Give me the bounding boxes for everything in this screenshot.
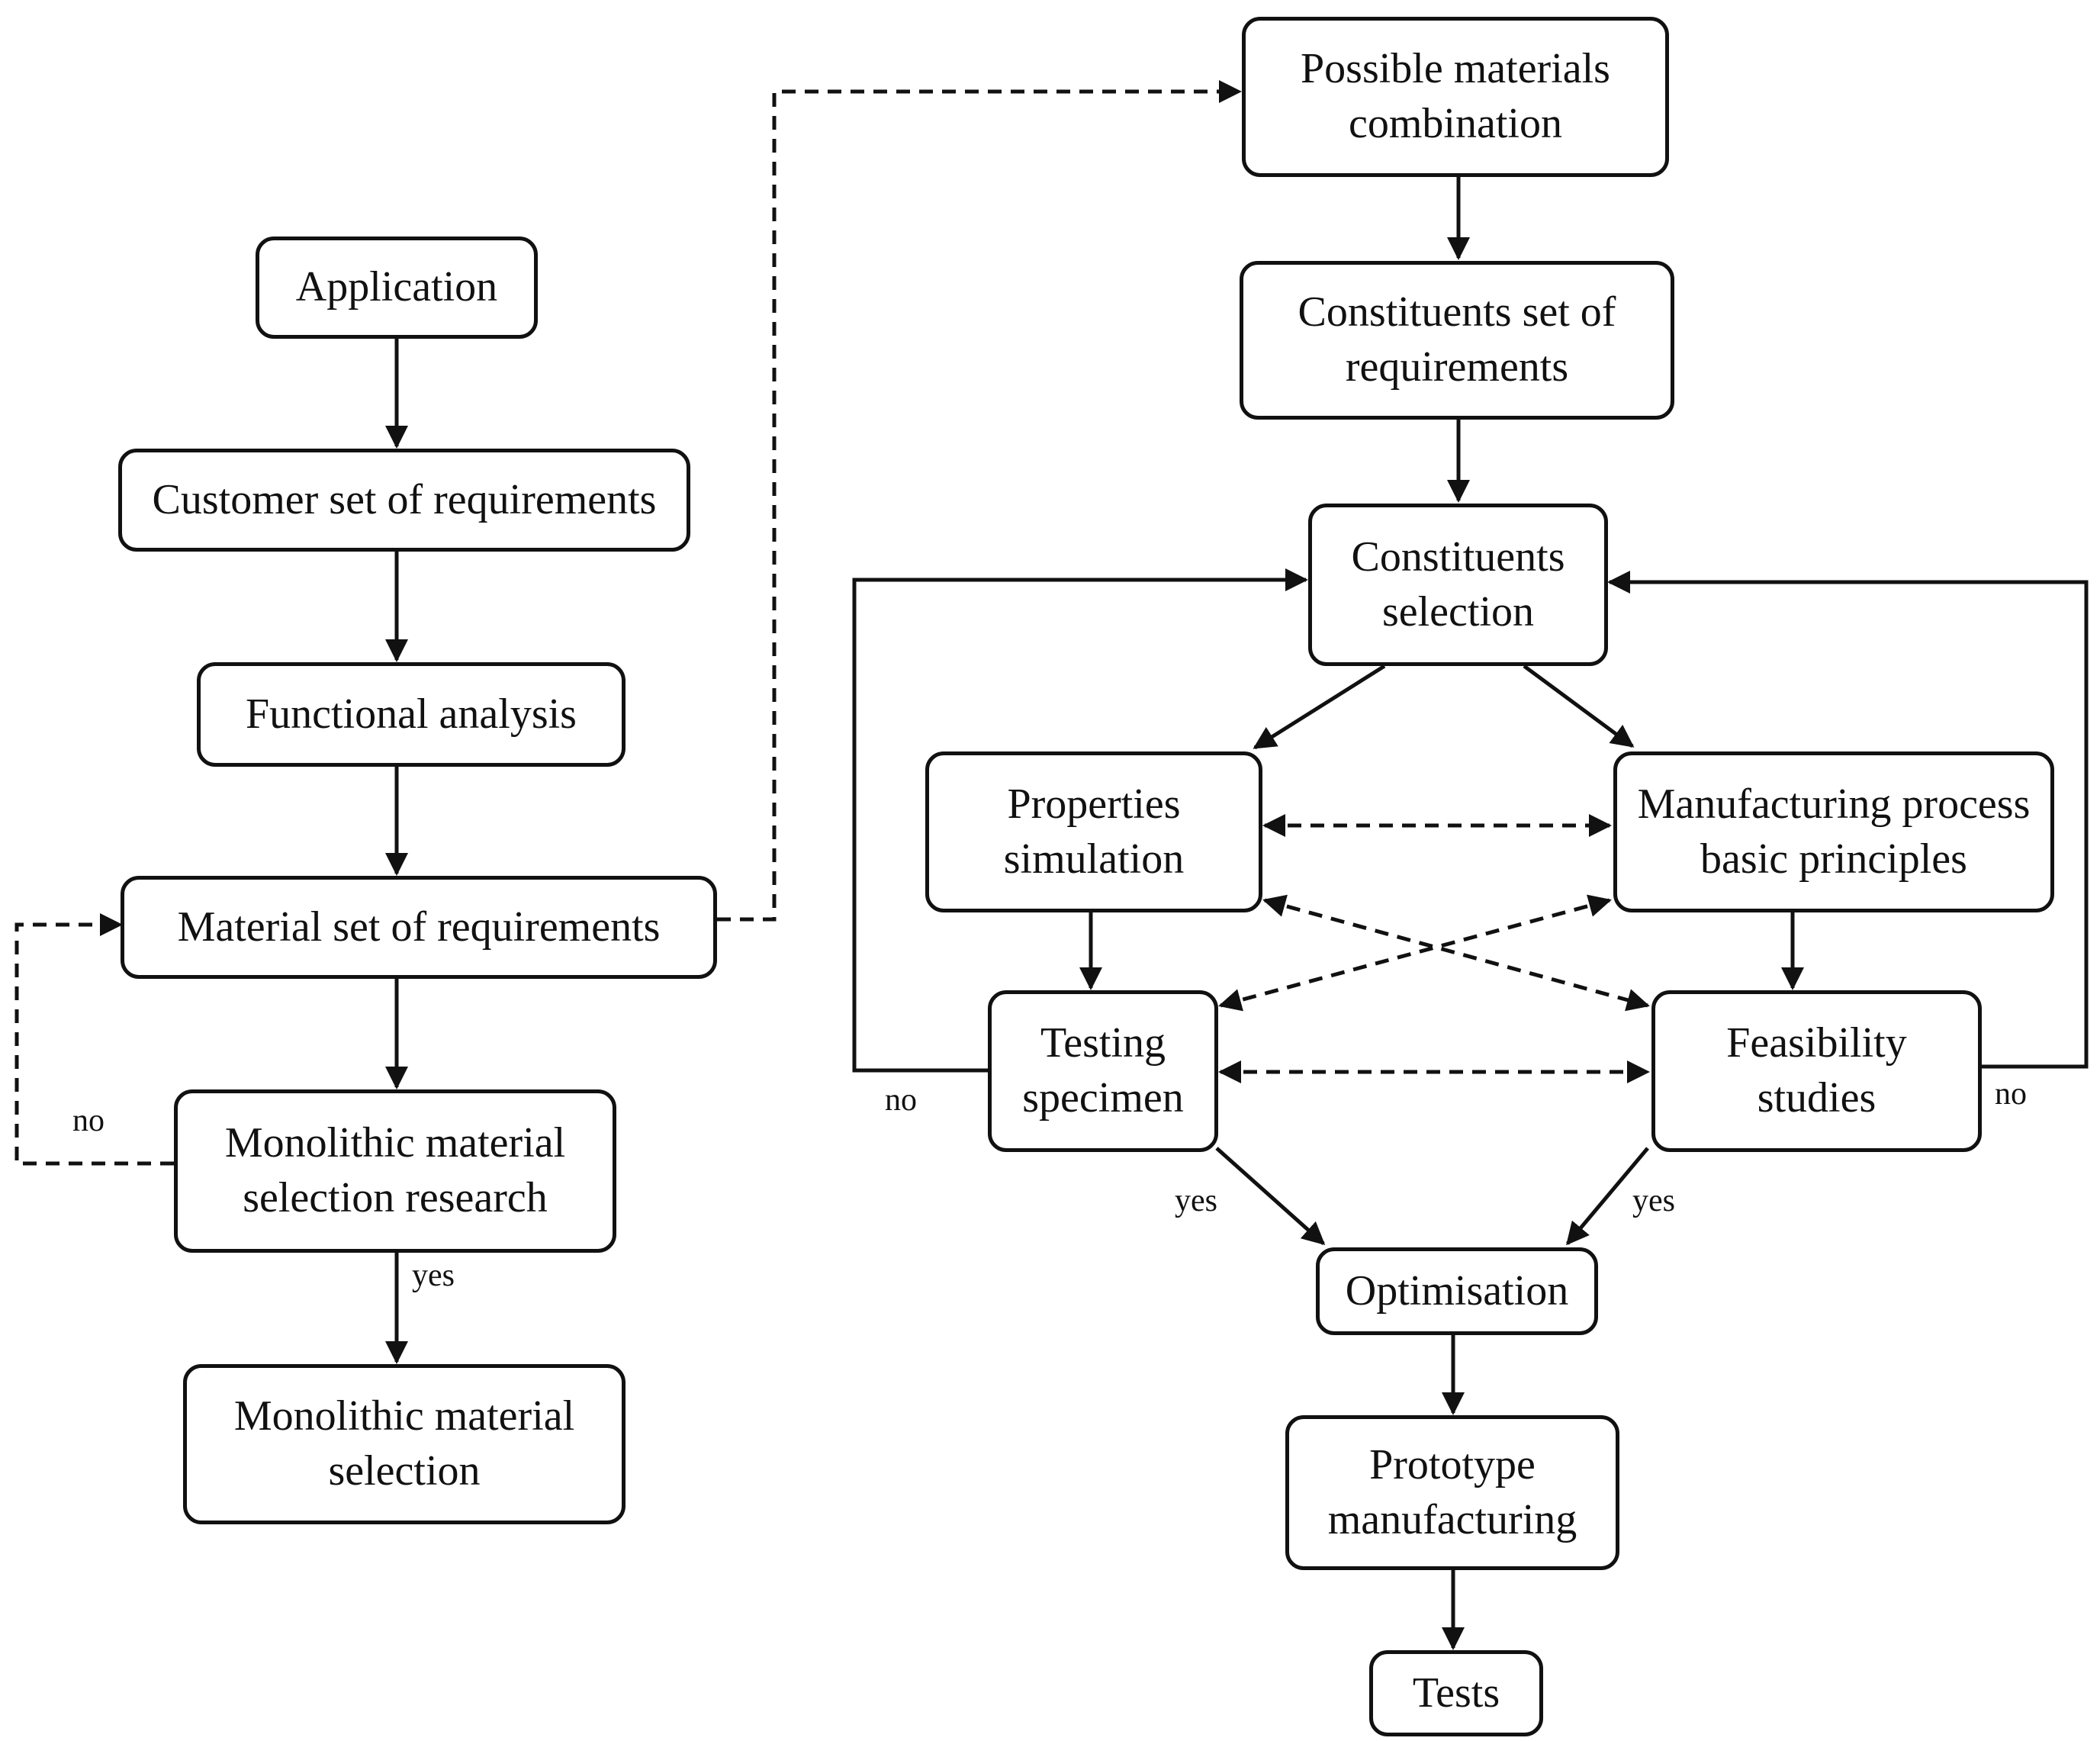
monolithic-research-label: Monolithic material selection research [224,1119,566,1221]
constituents-selection-box: Constituents selection [1308,504,1608,666]
constituents-requirements-label: Constituents set of requirements [1298,288,1616,391]
arrow-testing-no-to-selection [852,568,1308,1073]
properties-simulation-label: Properties simulation [1003,780,1185,883]
possible-combination-box: Possible materials combination [1242,17,1669,177]
properties-simulation-box: Properties simulation [925,751,1262,912]
feasibility-studies-label: Feasibility studies [1726,1019,1907,1122]
manufacturing-principles-label: Manufacturing process basic principles [1637,780,2031,883]
prototype-manufacturing-label: Prototype manufacturing [1327,1440,1577,1543]
possible-combination-label: Possible materials combination [1301,45,1610,147]
dashed-arrow-material-to-combination [717,80,1242,922]
tests-label: Tests [1412,1669,1500,1717]
arrow-feasibility-no-to-selection [1607,571,2089,1069]
label-yes-research: yes [412,1258,455,1293]
customer-requirements-box: Customer set of requirements [118,449,690,552]
arrow-feasibility-yes-to-optimisation [1566,1147,1649,1246]
application-box: Application [256,237,538,339]
manufacturing-principles-box: Manufacturing process basic principles [1613,751,2054,912]
testing-specimen-label: Testing specimen [1022,1019,1184,1122]
label-no-feasibility: no [1995,1076,2027,1112]
label-no-testing: no [885,1083,917,1118]
monolithic-selection-label: Monolithic material selection [233,1392,575,1495]
material-requirements-box: Material set of requirements [121,876,717,979]
application-label: Application [295,263,498,311]
material-requirements-label: Material set of requirements [177,903,661,951]
functional-analysis-label: Functional analysis [246,690,577,738]
constituents-selection-label: Constituents selection [1351,533,1565,636]
optimisation-label: Optimisation [1345,1266,1569,1315]
arrow-selection-to-manufacturing [1523,664,1635,748]
tests-box: Tests [1369,1650,1543,1736]
testing-specimen-box: Testing specimen [988,990,1218,1152]
monolithic-selection-box: Monolithic material selection [183,1364,625,1524]
functional-analysis-box: Functional analysis [197,662,625,767]
customer-requirements-label: Customer set of requirements [152,475,657,523]
prototype-manufacturing-box: Prototype manufacturing [1285,1415,1619,1570]
dashed-arrow-properties-feasibility [1262,894,1650,1012]
constituents-requirements-box: Constituents set of requirements [1240,261,1674,420]
label-no-research: no [72,1103,105,1138]
label-yes-feasibility: yes [1632,1183,1675,1218]
arrow-testing-yes-to-optimisation [1215,1147,1326,1245]
optimisation-box: Optimisation [1316,1247,1598,1335]
dashed-arrow-research-no-to-material [14,913,174,1166]
arrow-selection-to-properties [1253,664,1386,750]
monolithic-research-box: Monolithic material selection research [174,1089,616,1253]
label-yes-testing: yes [1175,1183,1217,1218]
dashed-arrow-manufacturing-testing [1218,894,1612,1012]
feasibility-studies-box: Feasibility studies [1651,990,1982,1152]
